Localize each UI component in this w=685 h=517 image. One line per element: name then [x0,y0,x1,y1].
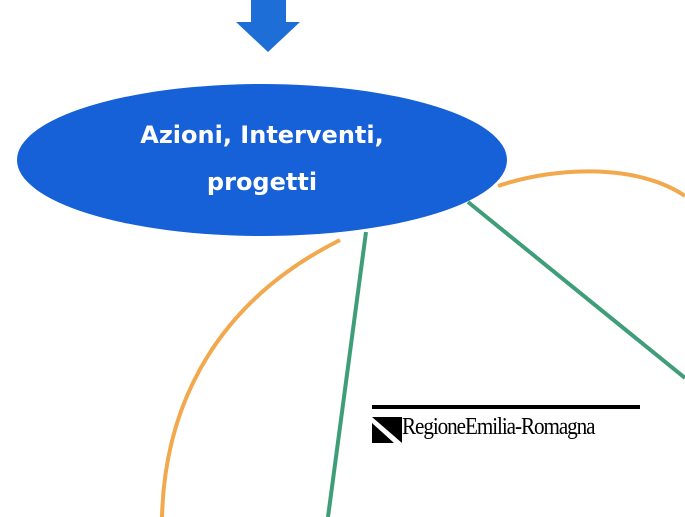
logo-rule [372,405,640,409]
central-node-ellipse [17,84,507,236]
green-line-right [466,200,685,380]
central-node-label-line-1: Azioni, Interventi, [140,121,383,149]
arrow-down-icon [236,0,300,52]
regione-emilia-romagna-flag-icon [372,417,402,443]
green-line-down [326,231,368,517]
central-node-label-line-2: progetti [207,168,317,196]
orange-curve-left [160,238,341,517]
central-node: Azioni, Interventi, progetti [17,84,507,236]
logo-text: RegioneEmilia-Romagna [402,414,596,440]
regione-emilia-romagna-logo: RegioneEmilia-Romagna [372,405,642,451]
orange-curve-right [497,169,685,198]
